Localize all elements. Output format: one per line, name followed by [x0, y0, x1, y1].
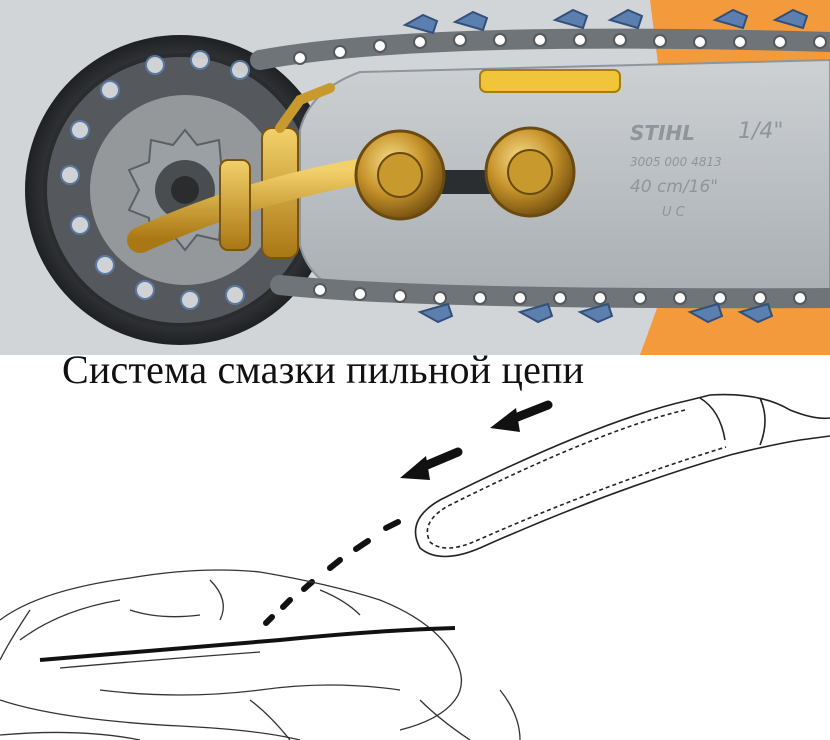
lubrication-system-illustration: STIHL 1/4" 3005 000 4813 40 cm/16" U C — [0, 0, 830, 355]
tree-stump — [0, 569, 521, 740]
bar-code: 3005 000 4813 — [630, 155, 722, 169]
chain-around-drum — [60, 50, 250, 310]
arrow-left-icon — [490, 400, 553, 432]
oil-spray-sketch — [0, 393, 830, 740]
oil-pump-icon — [127, 69, 621, 259]
bar-brand: STIHL — [630, 121, 695, 145]
bar-letters: U C — [662, 205, 686, 220]
bar-spec: 1/4" — [738, 119, 784, 144]
arrow-left-icon — [400, 447, 463, 480]
sketch-guide-bar — [414, 393, 830, 558]
bar-length: 40 cm/16" — [630, 177, 718, 197]
oil-spray — [263, 519, 401, 626]
bar-nut-icon — [354, 129, 446, 221]
illustration-caption: Система смазки пильной цепи — [62, 347, 585, 392]
saw-chain-top — [250, 8, 830, 70]
saw-chain-bottom — [270, 275, 830, 324]
bar-nut-icon — [484, 126, 576, 218]
